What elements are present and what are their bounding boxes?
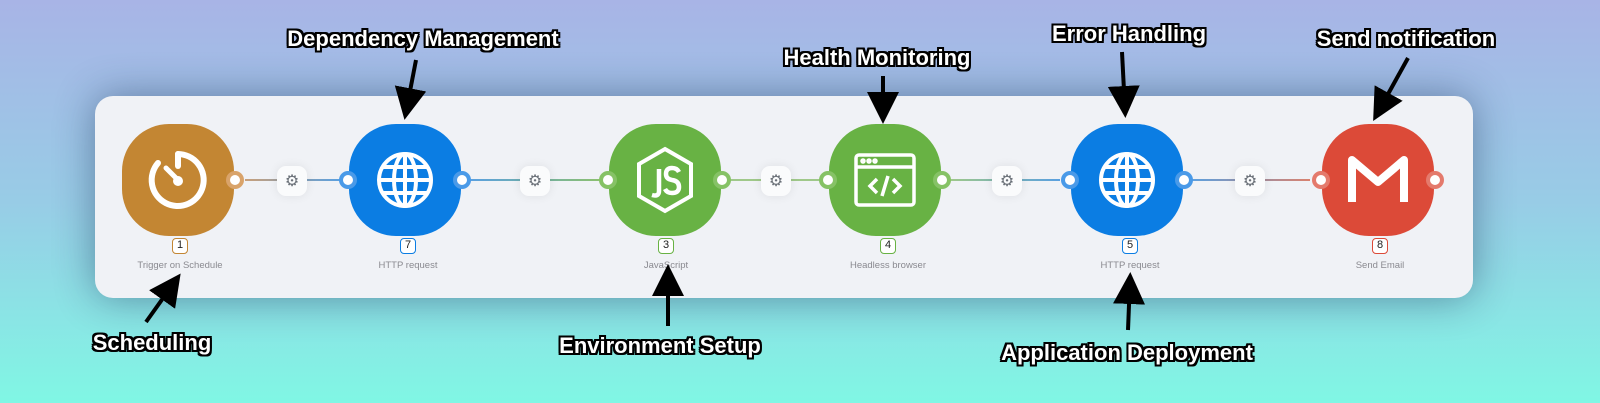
node-javascript[interactable] bbox=[599, 124, 731, 236]
arrow bbox=[1113, 272, 1146, 331]
arrow bbox=[144, 273, 181, 324]
gmail-icon bbox=[1348, 156, 1408, 202]
arrow bbox=[1107, 51, 1140, 118]
node-send-email[interactable] bbox=[1312, 124, 1444, 236]
output-port[interactable] bbox=[1175, 171, 1193, 189]
input-port[interactable] bbox=[1061, 171, 1079, 189]
node-id-badge: 7 bbox=[400, 238, 416, 254]
node-label: HTTP request bbox=[378, 260, 438, 271]
annotation-dependency-management: Dependency Management bbox=[287, 26, 559, 51]
arrow bbox=[1373, 57, 1410, 121]
route-settings-gear-icon[interactable]: ⚙ bbox=[277, 166, 307, 196]
node-headless-browser[interactable] bbox=[819, 124, 951, 236]
annotation-error-handling: Error Handling bbox=[1051, 21, 1207, 46]
nodejs-icon bbox=[637, 146, 693, 214]
annotation-environment-setup: Environment Setup bbox=[559, 333, 761, 358]
output-port[interactable] bbox=[226, 171, 244, 189]
timer-icon bbox=[148, 151, 207, 209]
input-port[interactable] bbox=[599, 171, 617, 189]
node-http-request-5[interactable] bbox=[1061, 124, 1193, 236]
node-id-badge: 1 bbox=[172, 238, 188, 254]
node-id-badge: 3 bbox=[658, 238, 674, 254]
globe-icon bbox=[1099, 152, 1155, 208]
output-port[interactable] bbox=[713, 171, 731, 189]
workflow-canvas bbox=[95, 96, 1473, 298]
route-settings-gear-icon[interactable]: ⚙ bbox=[992, 166, 1022, 196]
node-id-badge: 4 bbox=[880, 238, 896, 254]
node-label: Send Email bbox=[1355, 260, 1405, 271]
browser-code-icon bbox=[854, 153, 916, 207]
annotation-send-notification: Send notification bbox=[1316, 26, 1496, 51]
node-id-badge: 5 bbox=[1122, 238, 1138, 254]
input-port[interactable] bbox=[339, 171, 357, 189]
output-port[interactable] bbox=[453, 171, 471, 189]
route-settings-gear-icon[interactable]: ⚙ bbox=[761, 166, 791, 196]
node-label: Trigger on Schedule bbox=[137, 260, 223, 271]
route-settings-gear-icon[interactable]: ⚙ bbox=[520, 166, 550, 196]
node-label: HTTP request bbox=[1100, 260, 1160, 271]
node-http-request-7[interactable] bbox=[339, 124, 471, 236]
input-port[interactable] bbox=[1312, 171, 1330, 189]
node-id-badge: 8 bbox=[1372, 238, 1388, 254]
route-settings-gear-icon[interactable]: ⚙ bbox=[1235, 166, 1265, 196]
node-label: Headless browser bbox=[849, 260, 927, 271]
annotation-scheduling: Scheduling bbox=[92, 330, 212, 355]
globe-icon bbox=[377, 152, 433, 208]
output-port[interactable] bbox=[1426, 171, 1444, 189]
annotation-health-monitoring: Health Monitoring bbox=[783, 45, 971, 70]
annotation-application-deployment: Application Deployment bbox=[1001, 340, 1253, 365]
node-trigger-on-schedule[interactable] bbox=[122, 124, 244, 236]
arrow bbox=[394, 59, 427, 120]
output-port[interactable] bbox=[933, 171, 951, 189]
input-port[interactable] bbox=[819, 171, 837, 189]
